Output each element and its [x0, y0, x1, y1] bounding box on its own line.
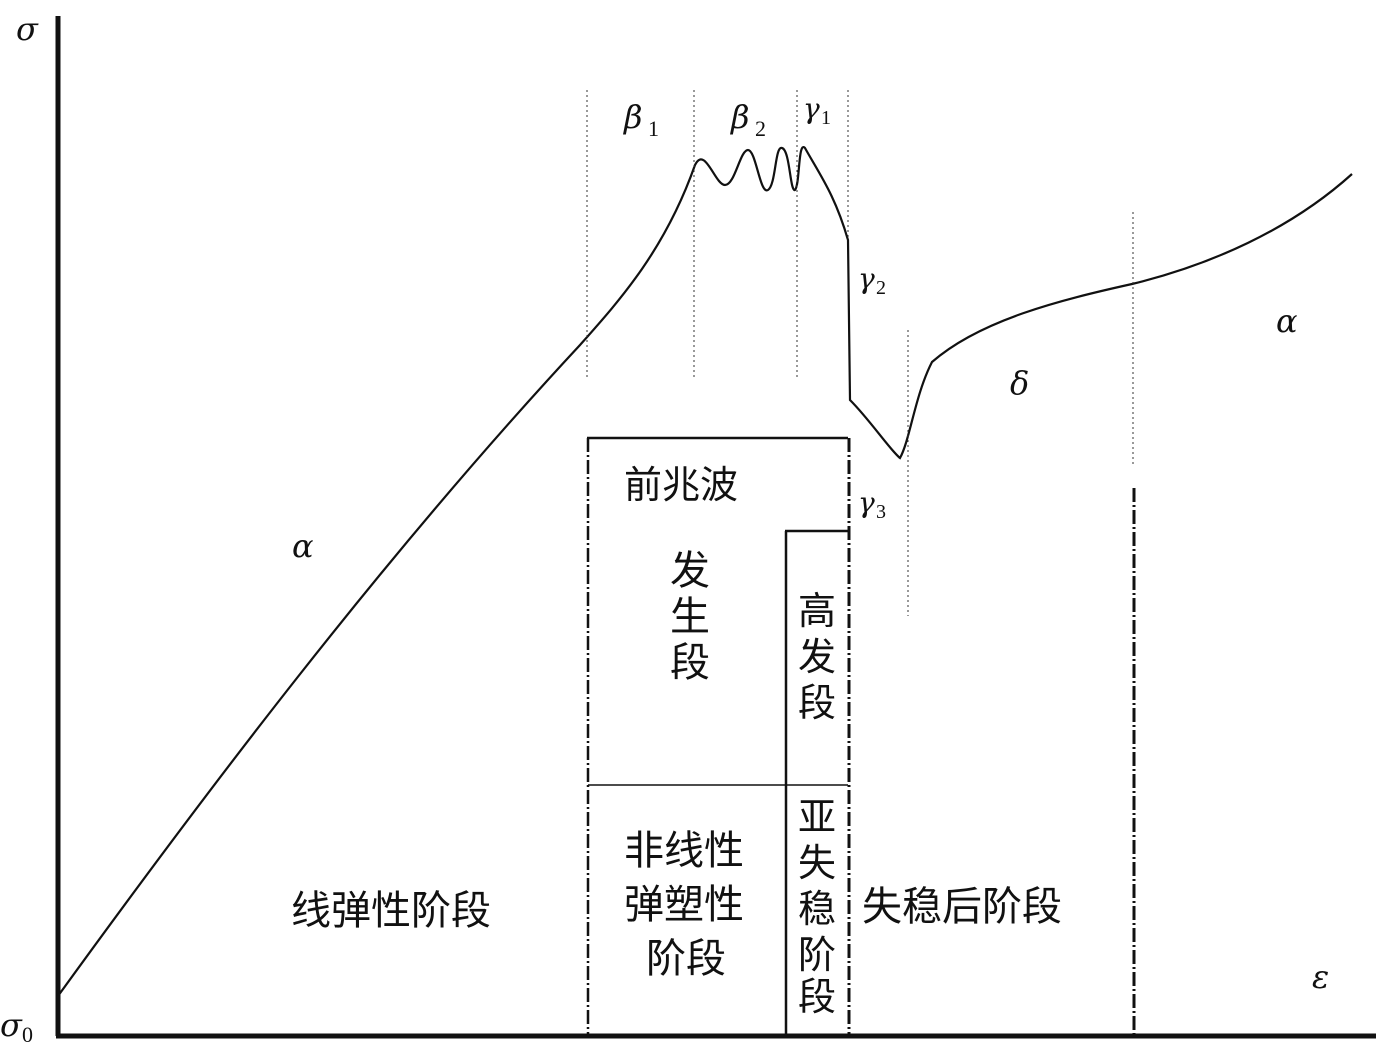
occurrence-section-label: 发 生 段	[670, 548, 710, 686]
beta2-label: β	[730, 98, 750, 136]
gamma2-subscript: 2	[876, 277, 886, 299]
post-instability-stage-label: 失稳后阶段	[862, 884, 1062, 930]
nonlinear-stage-label: 非线性 弹塑性 阶段	[624, 828, 744, 982]
origin-subscript: 0	[22, 1022, 33, 1047]
nonlinear-line-3: 阶段	[646, 936, 726, 982]
linear-elastic-stage-label: 线弹性阶段	[291, 888, 491, 934]
occurrence-char-2: 生	[670, 594, 710, 640]
occurrence-char-1: 发	[670, 548, 710, 594]
gamma3-label: γ	[858, 486, 875, 519]
sub-char-4: 阶	[798, 933, 836, 977]
sub-char-2: 失	[798, 841, 836, 885]
x-axis-label: ε	[1312, 958, 1329, 996]
gamma2-label: γ	[858, 262, 875, 295]
stress-strain-curve	[57, 146, 1353, 997]
gamma3-subscript: 3	[876, 501, 886, 523]
high-char-1: 高	[798, 589, 836, 633]
alpha-right-label: α	[1276, 302, 1298, 340]
delta-label: δ	[1010, 364, 1029, 402]
gamma1-label: γ	[803, 92, 820, 125]
beta1-subscript: 1	[648, 116, 659, 141]
beta2-subscript: 2	[755, 116, 766, 141]
precursor-wave-label: 前兆波	[624, 463, 738, 507]
high-occurrence-section-label: 高 发 段	[798, 589, 836, 725]
occurrence-char-3: 段	[670, 640, 710, 686]
y-axis-label: σ	[16, 10, 39, 48]
nonlinear-line-2: 弹塑性	[624, 882, 744, 928]
beta1-label: β	[623, 98, 643, 136]
sub-char-5: 段	[798, 975, 836, 1019]
high-char-2: 发	[798, 635, 836, 679]
nonlinear-line-1: 非线性	[624, 828, 744, 874]
high-char-3: 段	[798, 681, 836, 725]
dotted-markers	[586, 90, 1134, 616]
gamma1-subscript: 1	[821, 107, 831, 129]
sub-instability-stage-label: 亚 失 稳 阶 段	[798, 795, 836, 1019]
sub-char-3: 稳	[798, 887, 836, 931]
origin-label: σ	[0, 1006, 23, 1044]
stage-boxes	[586, 436, 1136, 1036]
alpha-left-label: α	[292, 527, 314, 565]
sub-char-1: 亚	[798, 795, 836, 839]
